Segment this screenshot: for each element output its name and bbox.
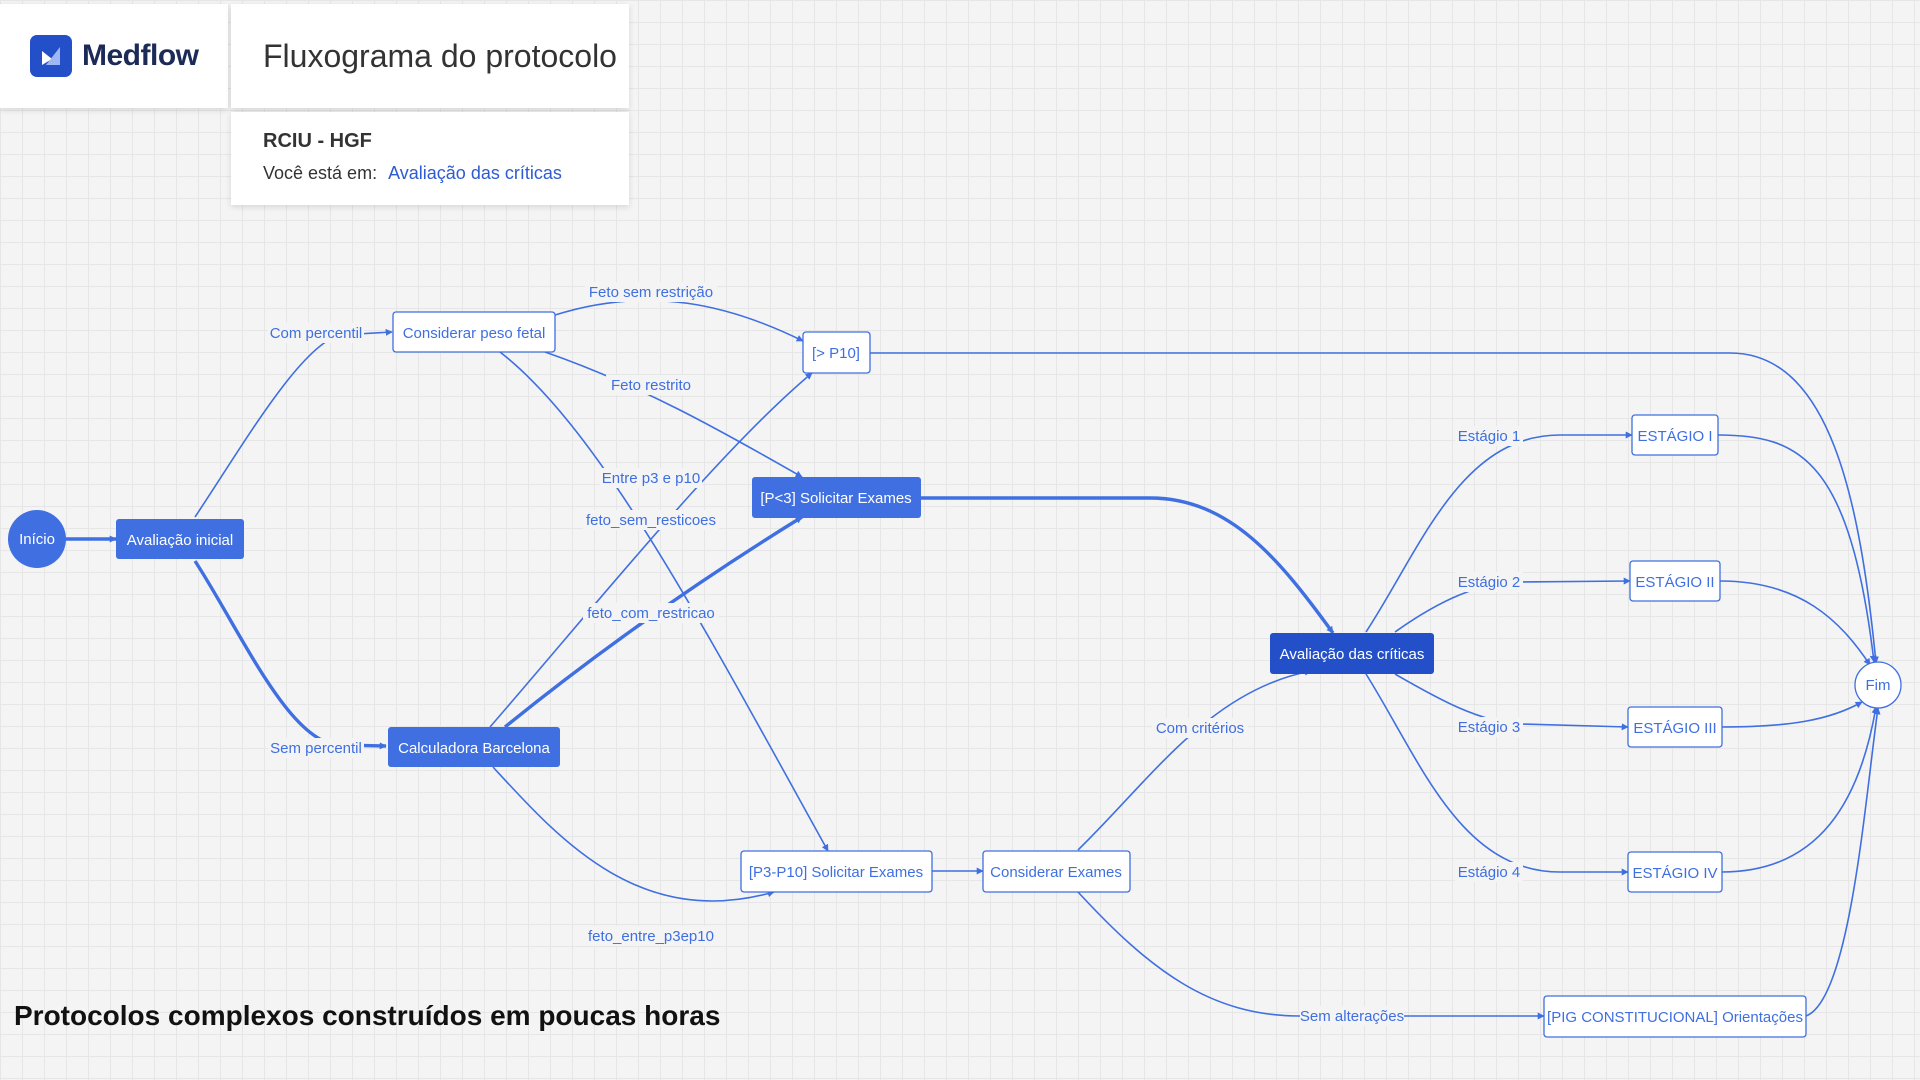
node-label: ESTÁGIO I	[1637, 428, 1712, 445]
edge-label: Feto sem restrição	[589, 284, 713, 301]
brand-logo[interactable]: Medflow	[0, 4, 228, 108]
page-title-card: Fluxograma do protocolo	[231, 4, 629, 108]
node-label: Início	[19, 531, 55, 548]
node-label: Calculadora Barcelona	[398, 740, 550, 757]
edge-label: Com percentil	[270, 325, 363, 342]
brand-name: Medflow	[82, 39, 199, 72]
node-calculadora-barcelona[interactable]: Calculadora Barcelona	[388, 727, 560, 767]
edge-calc-feto-entre-p3ep10	[492, 766, 775, 902]
breadcrumb-prefix: Você está em:	[263, 163, 378, 183]
flow-nodes: Início Avaliação inicial Considerar peso…	[8, 311, 1902, 1038]
breadcrumb-current-link[interactable]: Avaliação das críticas	[388, 163, 562, 183]
edge-label: Com critérios	[1156, 720, 1244, 737]
flow-edges	[66, 299, 1881, 1020]
protocol-name: RCIU - HGF	[263, 130, 372, 152]
edge-p10-fim	[870, 352, 1879, 664]
node-p3p10-solicitar-exames[interactable]: [P3-P10] Solicitar Exames	[740, 850, 933, 893]
edge-avaliacao-sem-percentil	[193, 560, 387, 750]
node-considerar-exames[interactable]: Considerar Exames	[982, 850, 1131, 893]
node-label: [> P10]	[812, 345, 860, 362]
edge-label: Estágio 4	[1458, 864, 1521, 881]
edge-considerar-sem-alteracoes	[1077, 891, 1545, 1020]
node-considerar-peso-fetal[interactable]: Considerar peso fetal	[392, 311, 556, 353]
edge-label: Estágio 3	[1458, 719, 1521, 736]
node-avaliacao-das-criticas[interactable]: Avaliação das críticas	[1270, 633, 1434, 674]
edge-avaliacao-com-percentil	[194, 328, 393, 518]
node-p3-solicitar-exames[interactable]: [P<3] Solicitar Exames	[752, 477, 921, 518]
edge-labels: Com percentil Sem percentil Feto sem res…	[268, 282, 1523, 1026]
node-estagio-4[interactable]: ESTÁGIO IV	[1627, 851, 1723, 893]
marketing-tagline: Protocolos complexos construídos em pouc…	[14, 1000, 721, 1031]
edge-peso-feto-restrito	[544, 351, 803, 478]
edge-p3-avaliacao-criticas	[921, 496, 1335, 634]
edge-considerar-com-criterios	[1077, 668, 1312, 851]
edge-label: Feto restrito	[611, 377, 691, 394]
node-label: ESTÁGIO IV	[1632, 865, 1717, 882]
node-fim[interactable]: Fim	[1854, 661, 1902, 709]
node-label: Avaliação inicial	[127, 532, 233, 549]
page-title: Fluxograma do protocolo	[263, 37, 617, 74]
edge-label: feto_com_restricao	[587, 605, 715, 622]
node-label: ESTÁGIO II	[1635, 574, 1714, 591]
edge-pig-fim	[1805, 707, 1881, 1017]
edge-label: Estágio 1	[1458, 428, 1521, 445]
edge-criticas-estagio4	[1365, 673, 1629, 876]
node-pig-constitucional[interactable]: [PIG CONSTITUCIONAL] Orientações	[1543, 995, 1807, 1038]
edge-estagio1-fim	[1717, 434, 1877, 663]
node-estagio-3[interactable]: ESTÁGIO III	[1627, 706, 1723, 748]
breadcrumb: Você está em: Avaliação das críticas	[263, 163, 597, 184]
edge-peso-feto-sem-restricao	[554, 299, 804, 342]
node-label: [P3-P10] Solicitar Exames	[749, 864, 923, 881]
node-label: [P<3] Solicitar Exames	[760, 490, 911, 507]
node-label: Avaliação das críticas	[1280, 646, 1425, 663]
node-label: ESTÁGIO III	[1633, 720, 1716, 737]
edge-criticas-estagio1	[1365, 431, 1633, 633]
node-estagio-1[interactable]: ESTÁGIO I	[1631, 414, 1719, 456]
node-label: Considerar peso fetal	[403, 325, 546, 342]
edge-label: feto_entre_p3ep10	[588, 928, 714, 945]
edge-label: Estágio 2	[1458, 574, 1521, 591]
edge-label: Sem alterações	[1300, 1008, 1404, 1025]
edge-peso-entre-p3-p10	[499, 351, 829, 852]
edge-estagio3-fim	[1720, 701, 1863, 728]
edge-estagio2-fim	[1719, 580, 1871, 666]
node-label: Fim	[1866, 677, 1891, 694]
node-p10[interactable]: [> P10]	[802, 331, 871, 374]
edge-calc-feto-sem-resticoes	[489, 372, 813, 728]
edge-label: feto_sem_resticoes	[586, 512, 716, 529]
medflow-logo-icon	[30, 35, 72, 77]
edge-estagio4-fim	[1721, 706, 1879, 873]
edge-label: Entre p3 e p10	[602, 470, 700, 487]
node-label: [PIG CONSTITUCIONAL] Orientações	[1547, 1009, 1803, 1026]
node-label: Considerar Exames	[990, 864, 1122, 881]
node-avaliacao-inicial[interactable]: Avaliação inicial	[116, 519, 244, 559]
node-estagio-2[interactable]: ESTÁGIO II	[1629, 560, 1721, 602]
protocol-info-card: RCIU - HGF Você está em: Avaliação das c…	[231, 112, 629, 205]
edge-label: Sem percentil	[270, 740, 362, 757]
node-inicio[interactable]: Início	[8, 510, 66, 568]
